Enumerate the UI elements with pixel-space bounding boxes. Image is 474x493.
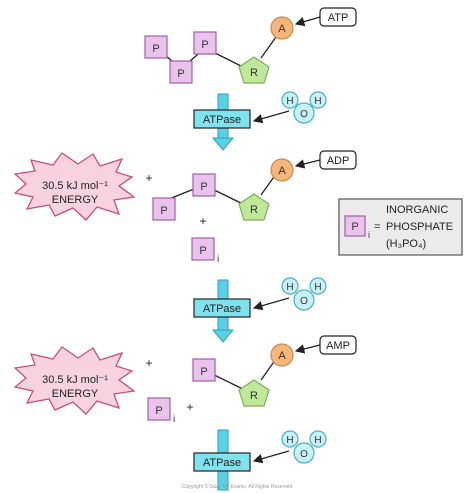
legend-phosphate: PHOSPHATE bbox=[386, 221, 453, 233]
adenine-label: A bbox=[278, 350, 286, 362]
adp-molecule: P P R A ADP bbox=[152, 150, 357, 221]
label-arrow bbox=[294, 16, 321, 27]
legend-inorganic: INORGANIC bbox=[386, 204, 448, 216]
phosphate-label: P bbox=[200, 181, 207, 193]
hydrogen-atom bbox=[281, 430, 299, 448]
oxygen-atom bbox=[293, 102, 315, 124]
energy-burst-1: 30.5 kJ mol⁻¹ ENERGY bbox=[13, 152, 136, 221]
hydrogen-atom bbox=[281, 91, 299, 109]
adenine-circle bbox=[270, 158, 294, 182]
hydrogen-label: H bbox=[286, 96, 293, 107]
atp-molecule: P P P R A ATP bbox=[144, 7, 357, 84]
energy-label: ENERGY bbox=[52, 388, 99, 400]
ribose-label: R bbox=[250, 204, 258, 216]
inorganic-phosphate-1: P i bbox=[191, 237, 219, 265]
adenine-label: A bbox=[278, 165, 286, 177]
amp-label-box bbox=[319, 335, 357, 355]
phosphate-group bbox=[192, 358, 216, 382]
phosphate-group bbox=[152, 197, 176, 221]
atpase-label: ATPase bbox=[203, 303, 241, 315]
copyright-footer: Copyright © Save My Exams. All Rights Re… bbox=[182, 483, 293, 490]
water-arrow bbox=[252, 450, 290, 464]
amp-molecule: P R A AMP bbox=[192, 335, 357, 407]
water-arrow bbox=[252, 297, 290, 311]
energy-amount: 30.5 kJ mol⁻¹ bbox=[42, 180, 108, 192]
hydrogen-atom bbox=[309, 277, 327, 295]
oxygen-atom bbox=[293, 289, 315, 311]
atpase-enzyme-box bbox=[193, 109, 251, 129]
atpase-step-1: ATPase H H O bbox=[193, 91, 327, 151]
hydrogen-atom bbox=[309, 91, 327, 109]
oxygen-label: O bbox=[300, 296, 308, 307]
hydrogen-atom bbox=[281, 277, 299, 295]
atpase-enzyme-box bbox=[193, 298, 251, 318]
process-arrow-head bbox=[211, 137, 235, 151]
phosphate-group bbox=[193, 31, 217, 55]
hydrogen-atom bbox=[309, 430, 327, 448]
hydrogen-label: H bbox=[286, 435, 293, 446]
phosphate-subscript: i bbox=[217, 254, 219, 265]
legend-formula: (H₃PO₄) bbox=[386, 238, 426, 250]
phosphate-group bbox=[147, 397, 171, 421]
phosphate-group bbox=[169, 60, 193, 84]
phosphate-label: P bbox=[177, 68, 184, 80]
adenine-circle bbox=[270, 343, 294, 367]
adp-label-box bbox=[319, 150, 357, 170]
oxygen-label: O bbox=[300, 109, 308, 120]
phosphate-subscript: i bbox=[173, 414, 175, 425]
amp-label: AMP bbox=[326, 340, 350, 352]
adenine-circle bbox=[270, 16, 294, 40]
atpase-label: ATPase bbox=[203, 114, 241, 126]
plus-sign: + bbox=[199, 214, 206, 228]
oxygen-atom bbox=[293, 442, 315, 464]
energy-label: ENERGY bbox=[52, 194, 99, 206]
adp-label: ADP bbox=[327, 155, 350, 167]
legend-subscript: i bbox=[368, 230, 370, 240]
phosphate-group bbox=[144, 35, 168, 59]
ribose-pentagon bbox=[238, 193, 270, 221]
legend-phosphate-symbol bbox=[344, 215, 366, 237]
hydrogen-label: H bbox=[314, 282, 321, 293]
oxygen-label: O bbox=[300, 449, 308, 460]
process-arrow-head bbox=[211, 329, 235, 343]
phosphate-label: P bbox=[152, 43, 159, 55]
legend-box: P i = INORGANIC PHOSPHATE (H₃PO₄) bbox=[338, 198, 463, 256]
inorganic-phosphate-2: P i bbox=[147, 397, 175, 425]
phosphate-label: P bbox=[155, 405, 162, 417]
hydrogen-label: H bbox=[314, 435, 321, 446]
energy-burst-shape bbox=[13, 152, 136, 221]
energy-burst-2: 30.5 kJ mol⁻¹ ENERGY bbox=[13, 346, 136, 415]
ribose-label: R bbox=[250, 390, 258, 402]
legend-symbol-label: P bbox=[351, 221, 358, 233]
atp-label: ATP bbox=[328, 12, 349, 24]
ribose-pentagon bbox=[238, 56, 270, 84]
adenine-label: A bbox=[278, 23, 286, 35]
plus-sign: + bbox=[145, 356, 152, 370]
hydrogen-label: H bbox=[314, 96, 321, 107]
phosphate-label: P bbox=[200, 366, 207, 378]
atpase-step-3: ATPase H H O bbox=[193, 429, 327, 491]
atp-label-box bbox=[319, 7, 357, 27]
energy-burst-shape bbox=[13, 346, 136, 415]
energy-amount: 30.5 kJ mol⁻¹ bbox=[42, 374, 108, 386]
phosphate-label: P bbox=[199, 245, 206, 257]
phosphate-group bbox=[191, 237, 215, 261]
ribose-label: R bbox=[250, 67, 258, 79]
water-arrow bbox=[252, 110, 290, 124]
legend-equals: = bbox=[374, 221, 380, 233]
atpase-label: ATPase bbox=[203, 457, 241, 469]
ribose-pentagon bbox=[238, 379, 270, 407]
bond bbox=[260, 36, 277, 59]
plus-sign: + bbox=[186, 400, 193, 414]
label-arrow bbox=[294, 159, 321, 169]
atpase-enzyme-box bbox=[193, 452, 251, 472]
plus-sign: + bbox=[145, 171, 152, 185]
label-arrow bbox=[294, 344, 321, 354]
atpase-step-2: ATPase H H O bbox=[193, 277, 327, 343]
phosphate-label: P bbox=[201, 39, 208, 51]
phosphate-group bbox=[192, 173, 216, 197]
phosphate-label: P bbox=[160, 205, 167, 217]
hydrogen-label: H bbox=[286, 282, 293, 293]
